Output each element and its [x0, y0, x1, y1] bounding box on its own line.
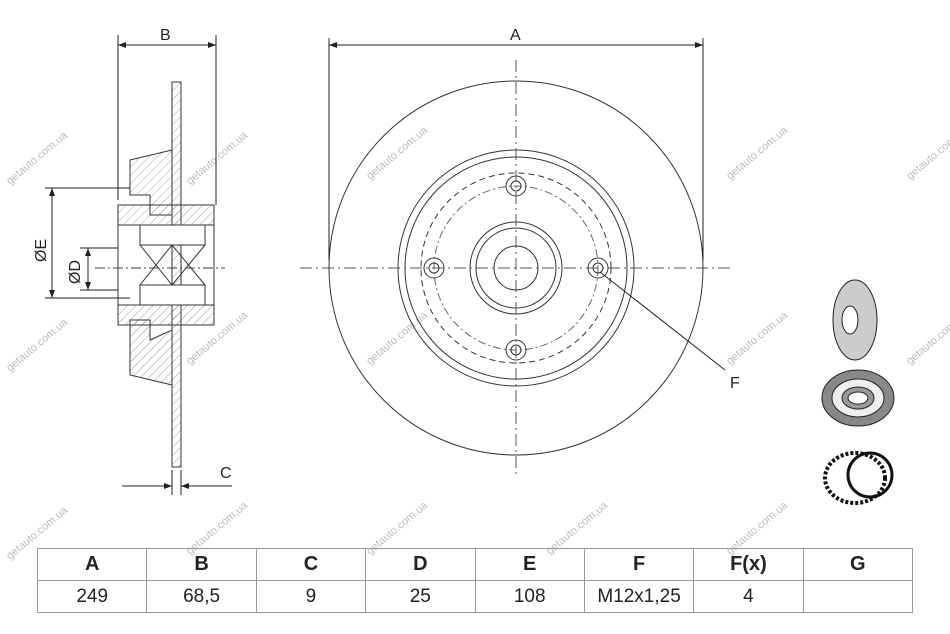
header-a: A [36, 548, 148, 581]
svg-text:getauto.com.ua: getauto.com.ua [4, 129, 70, 188]
header-e: E [474, 548, 585, 581]
svg-text:getauto.com.ua: getauto.com.ua [724, 309, 790, 368]
table-row: 249 68,5 9 25 108 M12x1,25 4 [36, 580, 914, 613]
header-fx: F(x) [693, 548, 804, 581]
svg-text:getauto.com.ua: getauto.com.ua [4, 316, 70, 375]
svg-text:getauto.com.ua: getauto.com.ua [364, 124, 430, 183]
header-g: G [802, 548, 914, 581]
bearing-thumbnail-icon [821, 369, 895, 427]
svg-text:getauto.com.ua: getauto.com.ua [184, 129, 250, 188]
header-c: C [255, 548, 367, 581]
svg-text:getauto.com.ua: getauto.com.ua [904, 124, 950, 183]
table-header-row: A B C D E F F(x) G [36, 548, 914, 581]
dimension-d-label: ØD [67, 260, 84, 284]
value-f: M12x1,25 [583, 580, 695, 613]
header-b: B [146, 548, 257, 581]
value-b: 68,5 [146, 580, 257, 613]
abs-ring-thumbnail-icon [823, 451, 894, 505]
svg-text:getauto.com.ua: getauto.com.ua [724, 124, 790, 183]
value-d: 25 [365, 580, 476, 613]
value-c: 9 [255, 580, 367, 613]
value-g [802, 580, 914, 613]
dimension-a [328, 38, 704, 260]
disc-front-view [300, 60, 730, 475]
dimension-b-label: B [160, 27, 171, 44]
value-e: 108 [474, 580, 585, 613]
value-a: 249 [36, 580, 148, 613]
dimension-c [122, 470, 232, 495]
header-d: D [365, 548, 476, 581]
dimension-f-label: F [730, 375, 740, 392]
disc-thumbnail-icon [832, 279, 878, 361]
value-fx: 4 [693, 580, 804, 613]
specification-table: A B C D E F F(x) G 249 68,5 9 25 108 M12… [36, 548, 914, 613]
side-section-view [117, 81, 215, 468]
svg-text:getauto.com.ua: getauto.com.ua [904, 309, 950, 368]
dimension-a-label: A [510, 27, 521, 44]
dimension-e-label: ØE [33, 239, 50, 262]
header-f: F [583, 548, 695, 581]
dimension-e-d [45, 187, 130, 299]
dimension-b [117, 35, 217, 205]
dimension-c-label: C [220, 465, 232, 482]
